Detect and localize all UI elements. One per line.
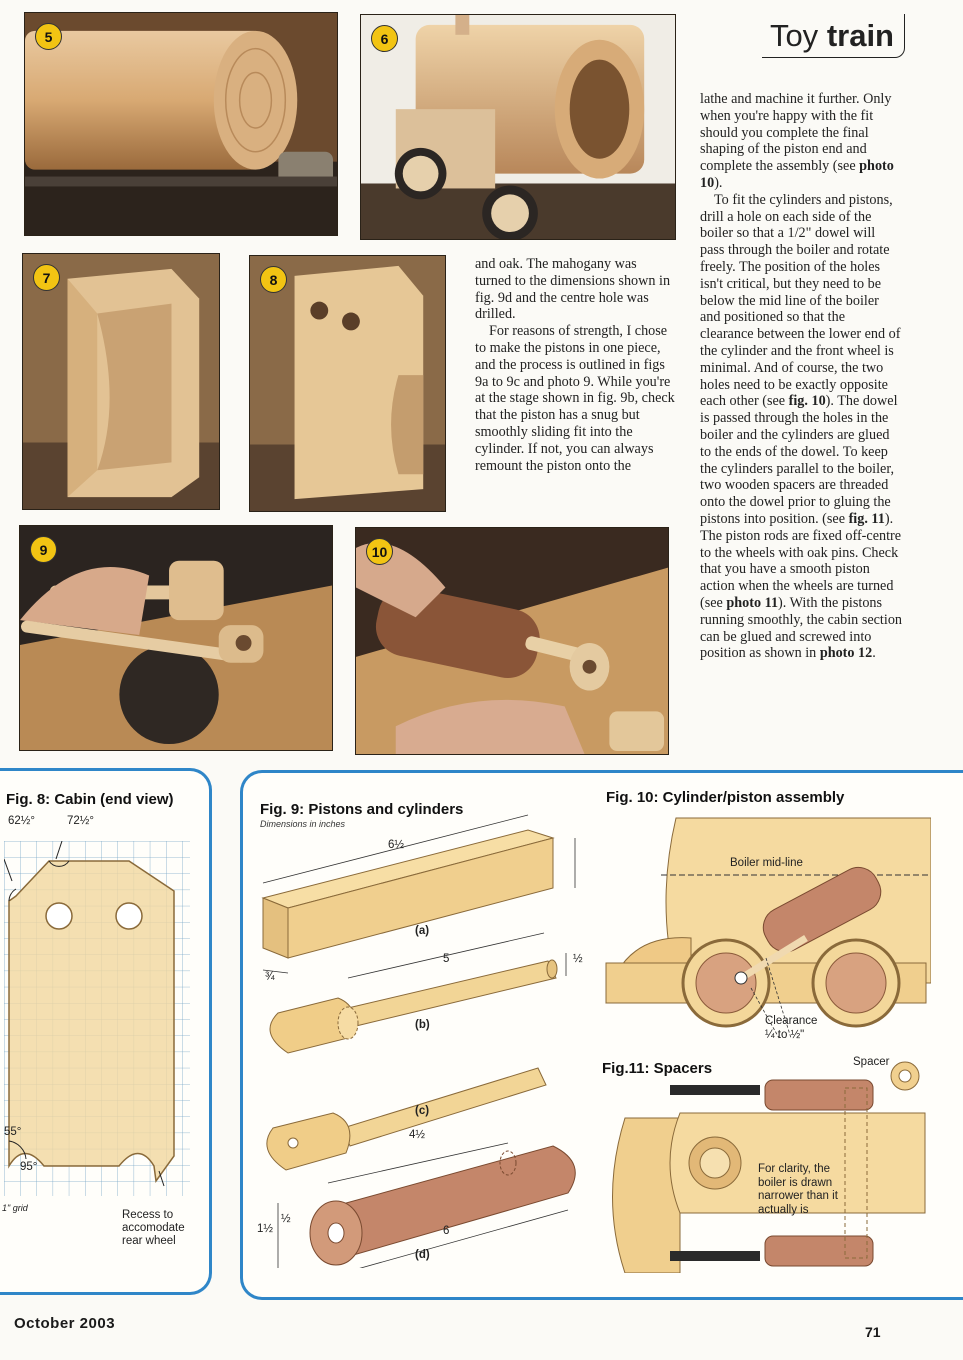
issue-date: October 2003 (14, 1315, 116, 1332)
photo-9: 9 (19, 525, 333, 751)
fig10-drawing (605, 817, 931, 1039)
paragraph-text: To fit the cylinders and pistons, drill … (700, 191, 893, 242)
paragraph-text: . (872, 645, 876, 662)
fig8-cabin-drawing (4, 841, 190, 1196)
fig9-dim-d-height: 1½ (257, 1223, 273, 1235)
paragraph-text: and oak. The mahogany was turned to the … (475, 256, 671, 323)
paragraph: and oak. The mahogany was turned to the … (475, 256, 675, 323)
fig10-boiler-midline: Boiler mid-line (730, 857, 803, 869)
fraction: 1/2" (787, 225, 812, 242)
fig8-title: Fig. 8: Cabin (end view) (6, 791, 174, 808)
photo-reference: photo 11 (726, 594, 779, 611)
fig10-clearance-value: ¼ to ½" (765, 1029, 805, 1041)
fig10-clearance: Clearance (765, 1015, 818, 1027)
paragraph-text: lathe and machine it further. Only when … (700, 91, 892, 175)
photo-number-badge: 10 (366, 538, 393, 565)
photo-number-badge: 7 (33, 264, 60, 291)
paragraph-text: For reasons of strength, I chose to make… (475, 323, 675, 474)
page-number: 71 (865, 1324, 881, 1340)
photo-number-badge: 5 (35, 23, 62, 50)
fig11-title: Fig.11: Spacers (602, 1060, 713, 1077)
fig8-angle-55: 55° (4, 1126, 22, 1138)
fig9-title: Fig. 9: Pistons and cylinders (260, 801, 464, 818)
paragraph-text: ). The piston rods are fixed off-centre … (700, 510, 902, 611)
article-column-right: lathe and machine it further. Only when … (700, 91, 902, 662)
fig11-clarity-note: For clarity, the boiler is drawn narrowe… (758, 1163, 838, 1216)
photo-number-badge: 6 (371, 25, 398, 52)
fig9-dim-d-bore: ½ (281, 1213, 291, 1225)
figure-reference: fig. 10 (788, 393, 826, 410)
fig8-panel: Fig. 8: Cabin (end view) 62½° 72½° 55° 9… (0, 768, 212, 1295)
paragraph-text: dowel will pass through the boiler and r… (700, 225, 901, 410)
fig9-dim-a-width: ¾ (265, 971, 275, 983)
section-title-light: Toy (769, 18, 819, 53)
fig11-spacer-label: Spacer (853, 1056, 890, 1068)
photo-number-badge: 9 (30, 536, 57, 563)
fig9-dim-a-length: 6½ (388, 839, 404, 851)
photo-reference: photo 10 (700, 158, 894, 191)
photo-number-badge: 8 (260, 266, 287, 293)
fig8-grid-note: 1" grid (2, 1203, 28, 1213)
fig9-label-b: (b) (415, 1019, 430, 1031)
fig9-label-c: (c) (415, 1105, 430, 1117)
fig9-drawing (261, 814, 576, 1268)
fig9-dim-b-diameter: ½ (573, 953, 583, 965)
fig9-dim-d-length2: 6 (443, 1225, 450, 1237)
photo-7: 7 (22, 253, 220, 510)
fig8-recess-note: Recess to accomodate rear wheel (122, 1209, 185, 1247)
fig11-drawing (612, 1061, 926, 1273)
photo-reference: photo 12 (819, 645, 873, 662)
fig9-dim-b-length: 5 (443, 953, 450, 965)
section-title: Toy train (761, 14, 905, 58)
fig8-angle-95: 95° (20, 1161, 38, 1173)
paragraph: For reasons of strength, I chose to make… (475, 323, 675, 474)
section-title-bold: train (826, 18, 894, 53)
fig10-title: Fig. 10: Cylinder/piston assembly (606, 789, 845, 806)
photo-8: 8 (249, 255, 446, 512)
fig8-angle-right: 72½° (67, 815, 94, 827)
figure-reference: fig. 11 (848, 510, 885, 527)
fig9-11-panel: Fig. 9: Pistons and cylinders Dimensions… (240, 770, 963, 1300)
fig9-subtitle: Dimensions in inches (260, 819, 346, 829)
photo-10: 10 (355, 527, 669, 755)
fig9-label-a: (a) (415, 925, 430, 937)
paragraph-text: ). (714, 174, 723, 191)
paragraph-text: ). The dowel is passed through the holes… (700, 393, 898, 527)
fig9-dim-d-length: 4½ (409, 1129, 425, 1141)
photo-6: 6 (360, 14, 676, 240)
paragraph: To fit the cylinders and pistons, drill … (700, 192, 902, 662)
fig8-angle-left: 62½° (8, 815, 35, 827)
paragraph: lathe and machine it further. Only when … (700, 91, 902, 192)
article-column-middle: and oak. The mahogany was turned to the … (475, 256, 675, 474)
fig9-label-d: (d) (415, 1249, 430, 1261)
paragraph-text: ). With the pistons running smoothly, th… (700, 594, 903, 662)
photo-5: 5 (24, 12, 338, 236)
